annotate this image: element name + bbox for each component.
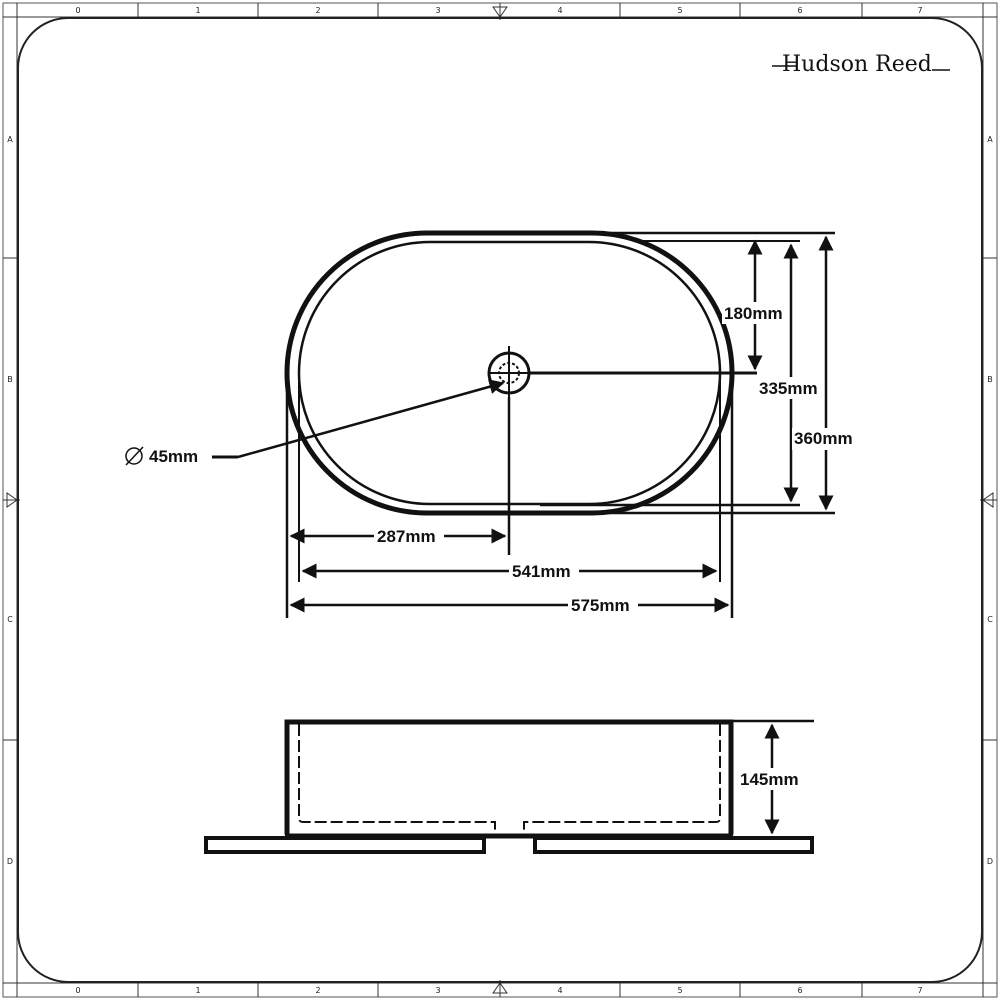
ruler-col-1-bottom: 1 xyxy=(195,986,200,995)
ruler-row-d-left: D xyxy=(7,857,13,866)
inner-border xyxy=(17,17,983,983)
ruler-col-4-top: 4 xyxy=(557,6,562,15)
dim-waste-from-back: 180mm xyxy=(724,304,783,323)
ruler-row-c-left: C xyxy=(7,615,13,624)
ruler-col-6-bottom: 6 xyxy=(797,986,802,995)
dim-inner-depth: 335mm xyxy=(759,379,818,398)
ruler-col-2-bottom: 2 xyxy=(315,986,320,995)
ruler-col-5-top: 5 xyxy=(677,6,682,15)
ruler-col-6-top: 6 xyxy=(797,6,802,15)
dim-depth-lines xyxy=(747,235,834,511)
dim-outer-width: 575mm xyxy=(571,596,630,615)
dim-waste-from-side: 287mm xyxy=(377,527,436,546)
ruler-row-d-right: D xyxy=(987,857,993,866)
dim-outer-depth: 360mm xyxy=(794,429,853,448)
basin-top-view xyxy=(284,230,835,618)
waste-outlet-icon xyxy=(487,346,531,397)
dim-inner-width: 541mm xyxy=(512,562,571,581)
countertop-right xyxy=(533,836,814,854)
countertop-left xyxy=(204,836,486,854)
ruler-col-5-bottom: 5 xyxy=(677,986,682,995)
ruler-col-0-top: 0 xyxy=(75,6,80,15)
ruler-col-1-top: 1 xyxy=(195,6,200,15)
ruler-row-a-left: A xyxy=(7,135,13,144)
ruler-row-b-right: B xyxy=(987,375,993,384)
ruler-col-3-top: 3 xyxy=(435,6,440,15)
ruler-col-2-top: 2 xyxy=(315,6,320,15)
ruler-row-a-right: A xyxy=(987,135,993,144)
brand-name: Hudson Reed xyxy=(782,52,932,77)
dim-height: 145mm xyxy=(740,770,799,789)
ruler-col-7-bottom: 7 xyxy=(917,986,922,995)
ruler-col-7-top: 7 xyxy=(917,6,922,15)
ruler-col-0-bottom: 0 xyxy=(75,986,80,995)
dim-waste-diameter: 45mm xyxy=(149,447,198,466)
waste-diameter-callout: 45mm xyxy=(125,379,505,466)
ruler-col-3-bottom: 3 xyxy=(435,986,440,995)
ruler-col-4-bottom: 4 xyxy=(557,986,562,995)
ruler-row-c-right: C xyxy=(987,615,993,624)
diameter-symbol-icon xyxy=(125,446,144,466)
ruler-row-b-left: B xyxy=(7,375,13,384)
brand-logo: Hudson Reed xyxy=(772,52,950,77)
basin-side-view xyxy=(204,719,814,854)
